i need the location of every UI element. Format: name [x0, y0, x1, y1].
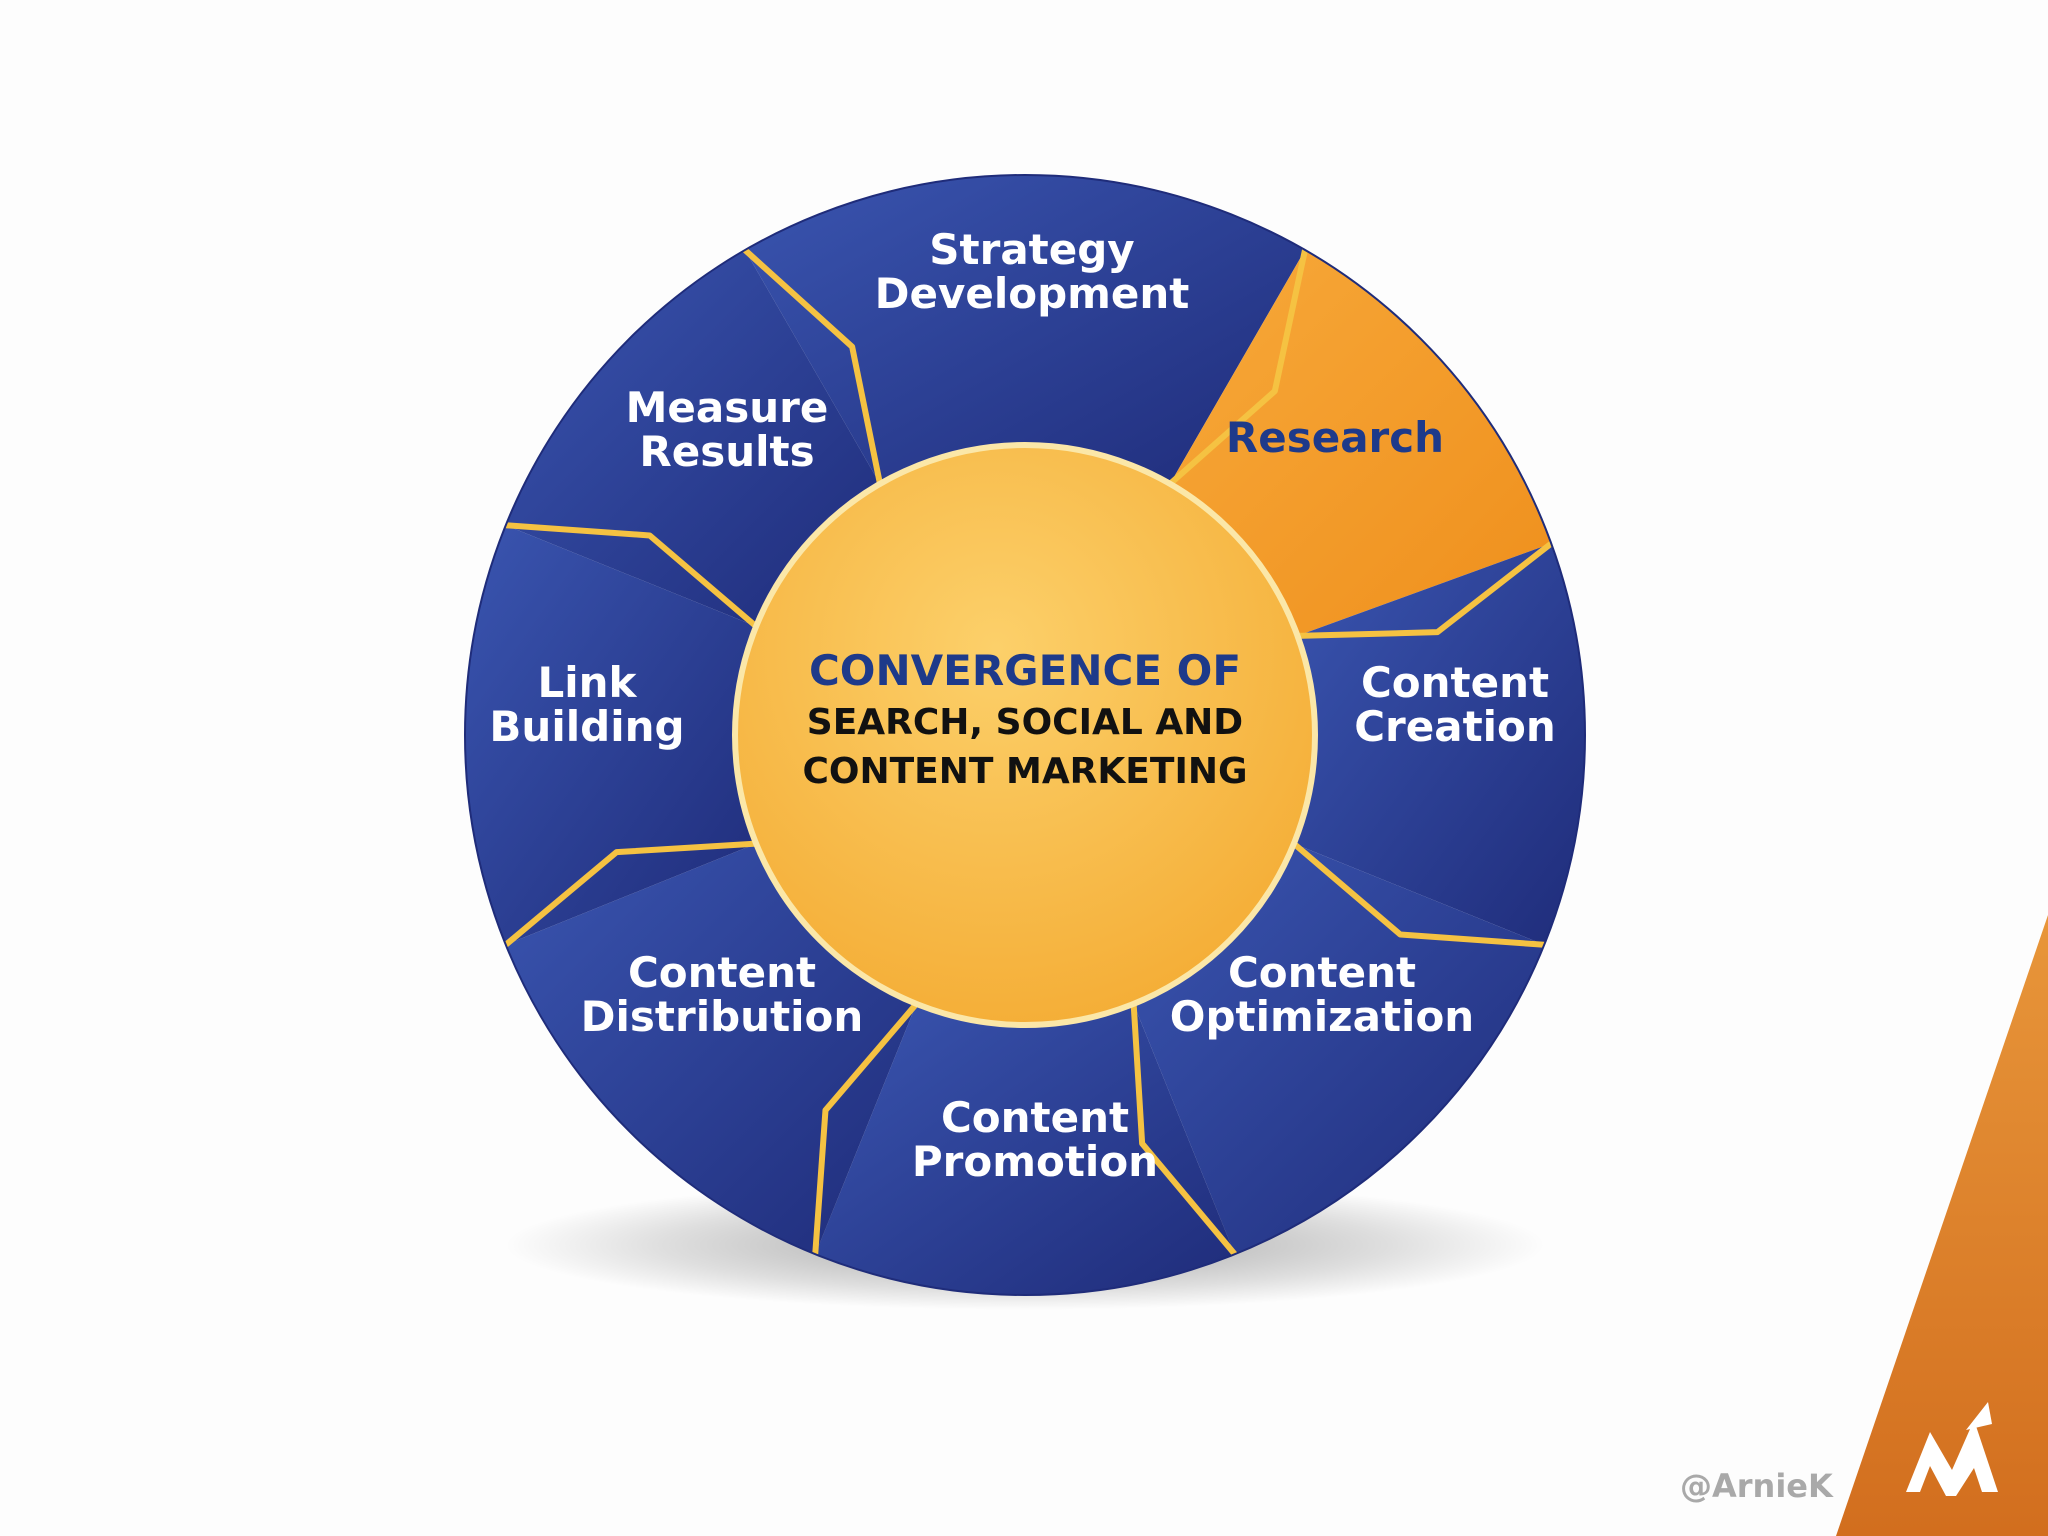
label-line: Link	[538, 658, 638, 707]
divider-content-promotion	[1130, 1003, 1238, 1257]
center-subtitle-line1: SEARCH, SOCIAL AND	[807, 702, 1243, 743]
segment-strategy-development	[745, 175, 1305, 486]
divider-link-building	[503, 840, 757, 948]
label-line: Strategy	[929, 225, 1134, 274]
author-handle: @ArnieK	[1680, 1467, 1834, 1505]
mountain-arrow-logo-icon	[1906, 1402, 1998, 1496]
segment-link-building	[465, 525, 758, 945]
label-line: Promotion	[912, 1137, 1158, 1186]
label-line: Creation	[1354, 702, 1556, 751]
label-line: Building	[489, 702, 684, 751]
divider-measure-results	[505, 522, 759, 629]
segment-content-creation	[1292, 543, 1585, 945]
label-line: Distribution	[581, 992, 864, 1041]
center-circle	[732, 442, 1318, 1028]
wheel-segments	[465, 175, 1585, 1295]
divider-content-optimization	[1291, 841, 1545, 948]
label-line: Results	[639, 427, 814, 476]
wheel-rim	[464, 174, 1586, 1296]
segment-dividers	[464, 174, 1586, 1296]
label-research: Research	[1226, 413, 1444, 462]
label-line: Content	[1361, 658, 1549, 707]
label-line: Research	[1226, 413, 1444, 462]
segment-research	[1169, 250, 1552, 637]
center-title: CONVERGENCE OF	[809, 646, 1241, 695]
divider-research	[1168, 249, 1308, 487]
segment-content-promotion	[815, 1002, 1235, 1295]
segment-content-distribution	[505, 842, 918, 1255]
label-line: Optimization	[1170, 992, 1474, 1041]
label-line: Content	[1228, 948, 1416, 997]
divider-content-distribution	[812, 1001, 919, 1255]
label-line: Content	[941, 1093, 1129, 1142]
segment-content-optimization	[1132, 842, 1545, 1255]
center-subtitle-line2: CONTENT MARKETING	[802, 751, 1247, 792]
label-line: Measure	[626, 383, 829, 432]
label-line: Development	[875, 269, 1190, 318]
center-hub: CONVERGENCE OF SEARCH, SOCIAL AND CONTEN…	[732, 442, 1318, 1028]
divider-strategy-development	[742, 247, 883, 485]
label-line: Content	[628, 948, 816, 997]
corner-accent	[1836, 915, 2048, 1536]
divider-content-creation	[1297, 541, 1554, 639]
